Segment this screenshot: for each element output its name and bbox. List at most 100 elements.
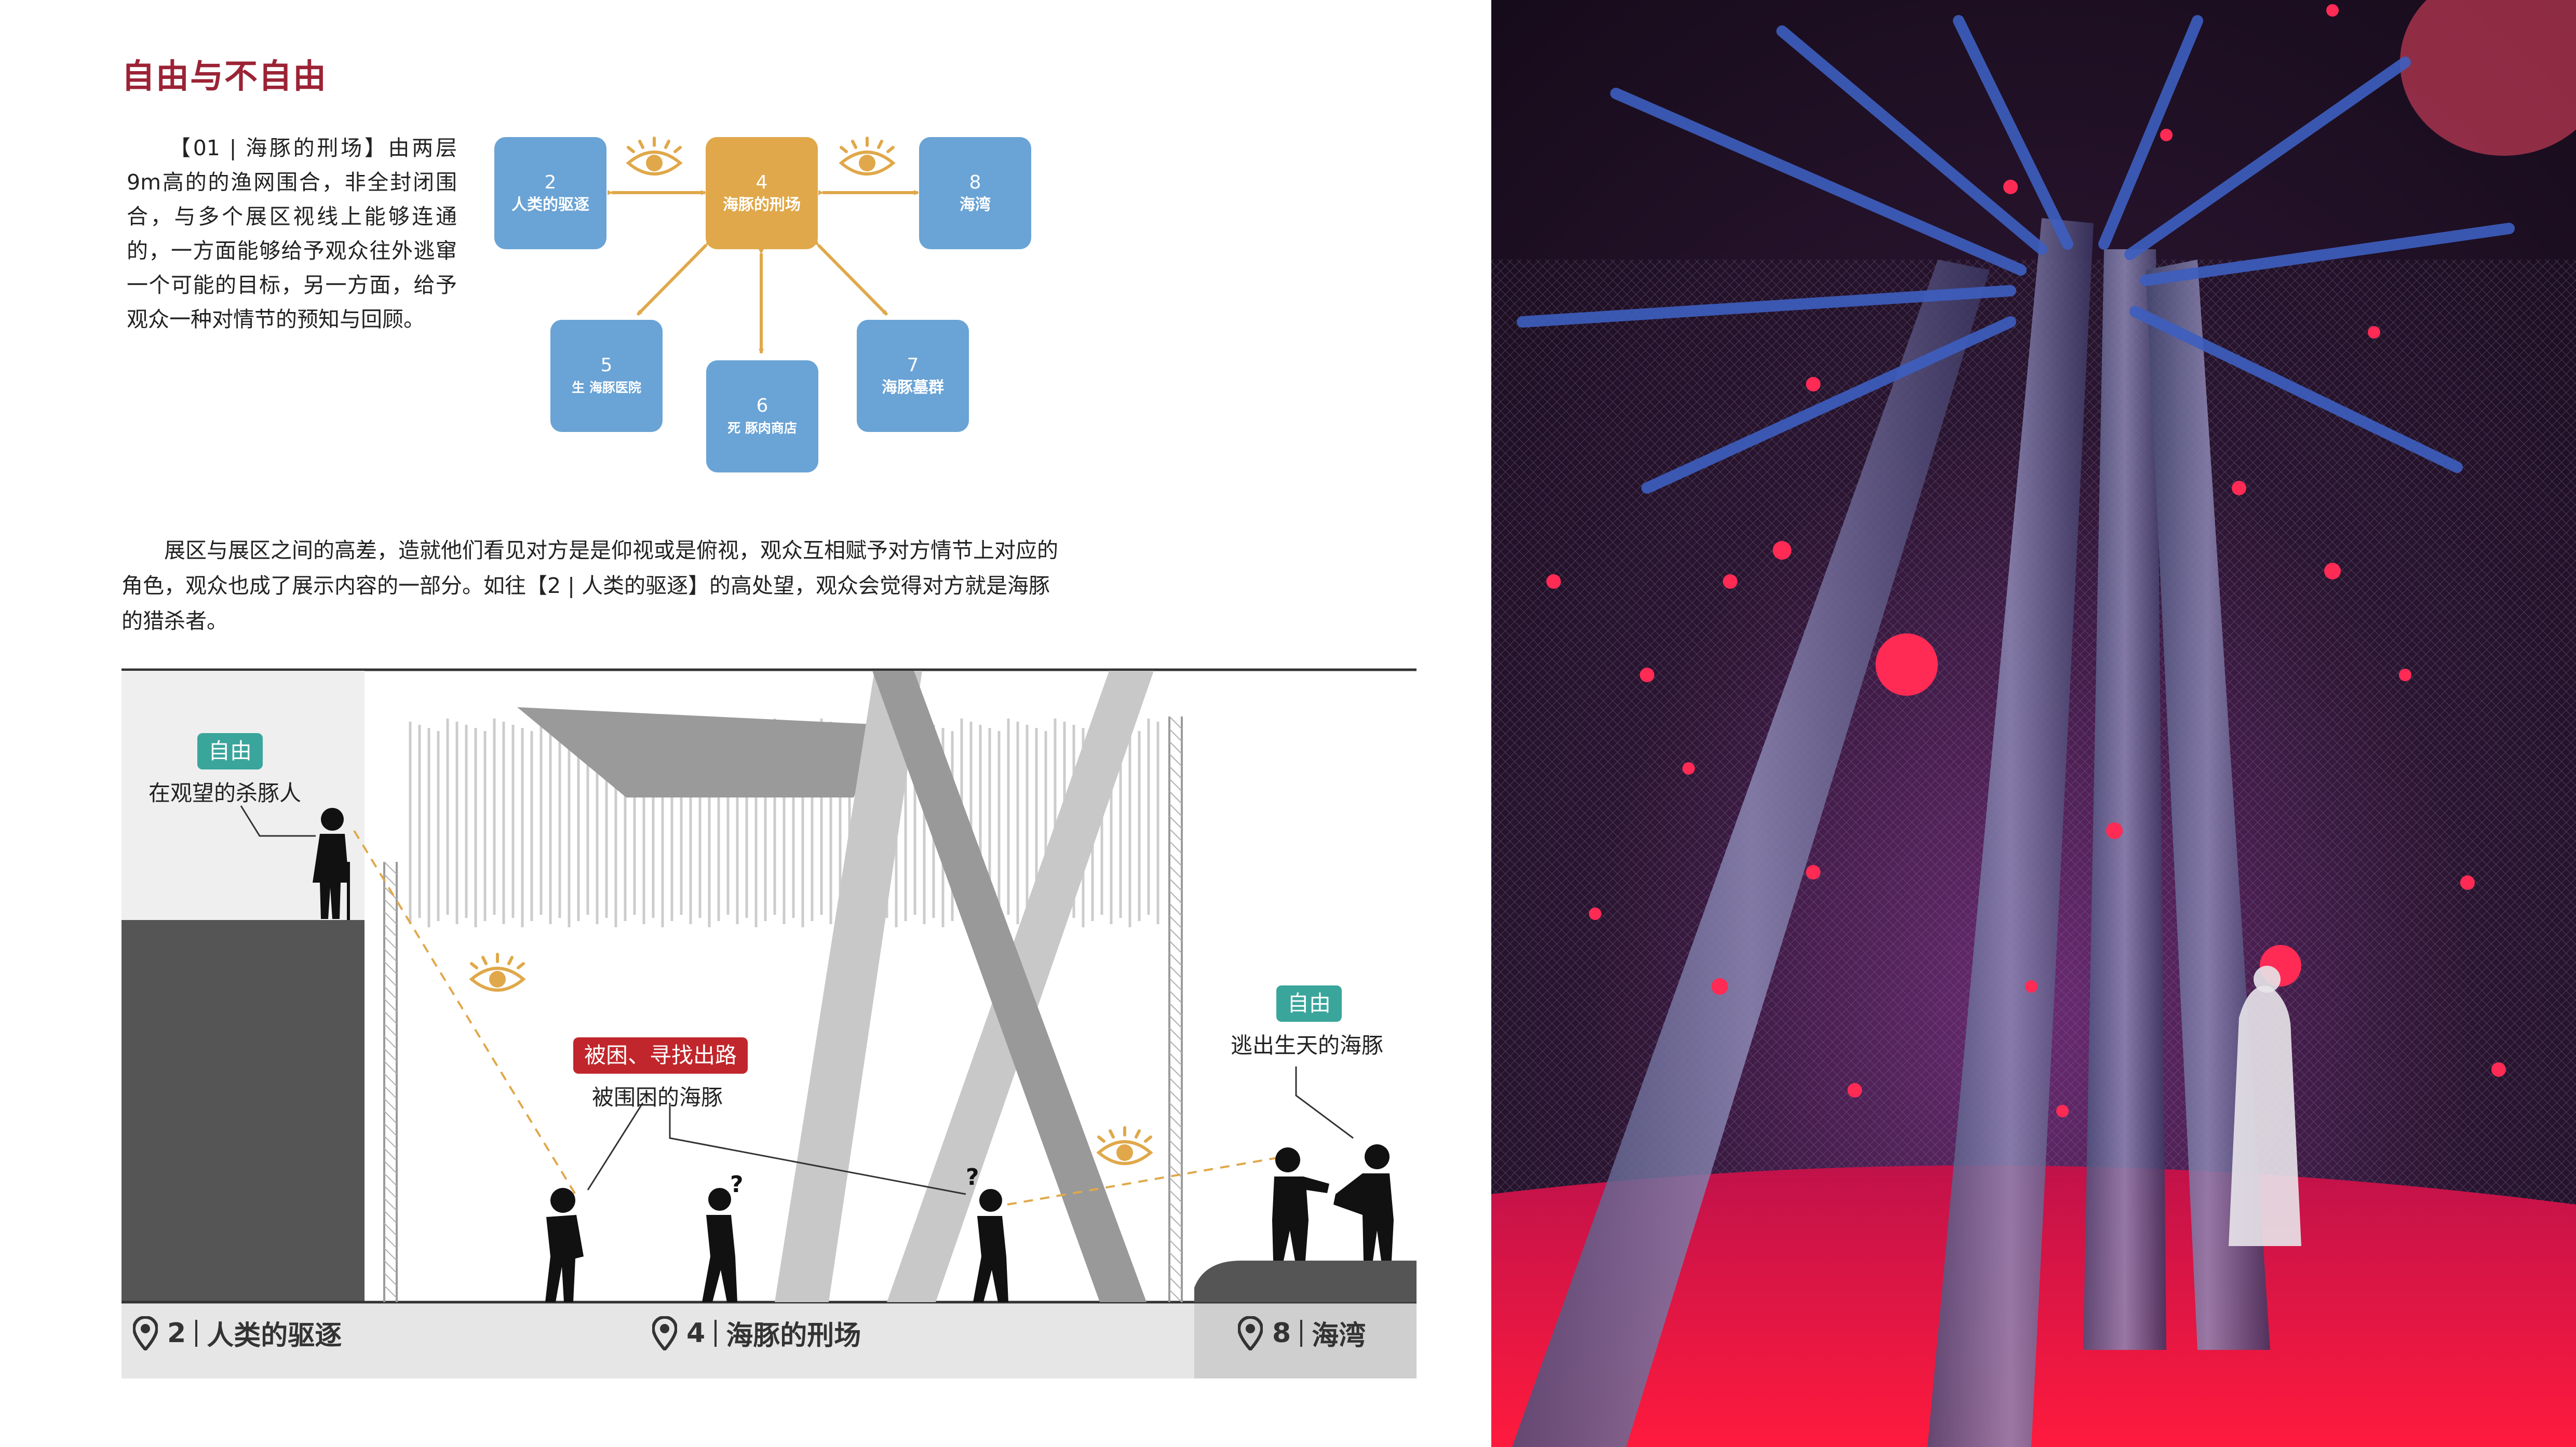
truss-brace xyxy=(1169,753,1182,767)
truss-brace xyxy=(1169,716,1182,729)
truss-brace xyxy=(1169,1177,1182,1191)
truss-brace xyxy=(1169,878,1182,891)
truss-brace xyxy=(384,1048,397,1062)
truss-brace xyxy=(1169,1152,1182,1166)
eye-icon xyxy=(626,137,683,175)
tag-free-right: 自由 xyxy=(1276,985,1342,1022)
truss-brace xyxy=(1169,1065,1182,1078)
truss-brace xyxy=(1169,1127,1182,1141)
node-8: 8 海湾 xyxy=(919,137,1031,249)
truss-brace xyxy=(384,936,397,950)
truss-brace xyxy=(1169,978,1182,991)
truss-brace xyxy=(384,1148,397,1161)
truss-brace xyxy=(384,1023,397,1037)
tag-trapped: 被困、寻找出路 xyxy=(573,1037,748,1074)
truss-brace xyxy=(1169,1289,1182,1303)
truss-brace xyxy=(1169,853,1182,867)
truss-brace xyxy=(1169,1214,1182,1228)
truss-brace xyxy=(384,861,397,875)
truss-brace xyxy=(384,911,397,925)
truss-brace xyxy=(1169,1077,1182,1091)
truss-brace xyxy=(1169,1189,1182,1203)
node-7: 7 海豚墓群 xyxy=(857,320,969,432)
truss-brace xyxy=(1169,1027,1182,1041)
truss-brace xyxy=(1169,1102,1182,1116)
truss-brace xyxy=(384,1273,397,1286)
truss-brace xyxy=(1169,841,1182,854)
truss-brace xyxy=(1169,1202,1182,1215)
truss-brace xyxy=(384,973,397,987)
truss-brace xyxy=(1169,1264,1182,1278)
caption-watching-killer: 在观望的杀豚人 xyxy=(149,780,302,806)
truss-brace xyxy=(384,949,397,962)
truss-brace xyxy=(1169,903,1182,916)
truss-brace xyxy=(1169,741,1182,754)
truss-brace xyxy=(1169,890,1182,904)
eye-icon xyxy=(1096,1126,1153,1165)
truss-brace xyxy=(384,1123,397,1137)
truss-brace xyxy=(384,1111,397,1124)
truss-brace xyxy=(1169,1239,1182,1253)
exhibition-photo xyxy=(1491,0,2576,1447)
truss-brace xyxy=(384,961,397,975)
truss-brace xyxy=(1169,1015,1182,1029)
truss-brace xyxy=(1169,953,1182,966)
truss-brace xyxy=(384,1235,397,1249)
truss-brace xyxy=(384,1073,397,1087)
node-4: 4 海豚的刑场 xyxy=(706,137,818,249)
truss-brace xyxy=(384,998,397,1012)
eye-icon xyxy=(469,953,526,992)
truss-brace xyxy=(384,1011,397,1024)
caption-trapped-dolphin: 被围困的海豚 xyxy=(592,1085,723,1110)
truss-brace xyxy=(384,1210,397,1224)
node-5: 5 生 海豚医院 xyxy=(550,320,663,432)
truss-brace xyxy=(384,1061,397,1074)
section-drawing: ? ? xyxy=(122,668,1417,1378)
truss-brace xyxy=(384,874,397,887)
map-pin-icon xyxy=(1238,1316,1263,1350)
truss-brace xyxy=(384,1173,397,1186)
truss-brace xyxy=(384,1198,397,1211)
truss-brace xyxy=(384,1285,397,1299)
svg-text:?: ? xyxy=(966,1164,979,1191)
truss-brace xyxy=(384,1098,397,1112)
truss-brace xyxy=(1169,1277,1182,1290)
eye-icon xyxy=(839,137,896,175)
truss-brace xyxy=(384,1036,397,1049)
truss-brace xyxy=(1169,1227,1182,1240)
truss-brace xyxy=(1169,1252,1182,1265)
relation-arrows xyxy=(608,190,919,354)
caption-escaped-dolphin: 逃出生天的海豚 xyxy=(1231,1033,1384,1058)
truss-brace xyxy=(1169,866,1182,879)
truss-brace xyxy=(384,899,397,912)
truss-brace xyxy=(1169,915,1182,929)
truss-brace xyxy=(1169,816,1182,829)
truss-brace xyxy=(1169,803,1182,817)
truss-brace xyxy=(1169,965,1182,979)
truss-brace xyxy=(384,1248,397,1261)
truss-brace xyxy=(1169,928,1182,941)
truss-brace xyxy=(1169,828,1182,842)
truss-brace xyxy=(1169,728,1182,742)
truss-brace xyxy=(384,986,397,999)
truss-brace xyxy=(1169,1052,1182,1066)
truss-brace xyxy=(384,1185,397,1199)
truss-brace xyxy=(1169,766,1182,779)
tag-free-left: 自由 xyxy=(197,733,263,769)
truss-brace xyxy=(1169,1090,1182,1103)
truss-brace xyxy=(1169,778,1182,792)
truss-brace xyxy=(384,886,397,900)
truss-brace xyxy=(384,1260,397,1274)
truss-brace xyxy=(384,1135,397,1149)
truss-brace xyxy=(1169,990,1182,1004)
photo-illustration xyxy=(1491,0,2576,1447)
node-6: 6 死 豚肉商店 xyxy=(706,360,818,472)
truss-brace xyxy=(1169,1115,1182,1128)
map-pin-icon xyxy=(652,1316,677,1350)
truss-brace xyxy=(1169,1140,1182,1153)
truss-brace xyxy=(384,924,397,937)
description-paragraph: 展区与展区之间的高差，造就他们看见对方是是仰视或是俯视，观众互相赋予对方情节上对… xyxy=(122,538,1058,633)
